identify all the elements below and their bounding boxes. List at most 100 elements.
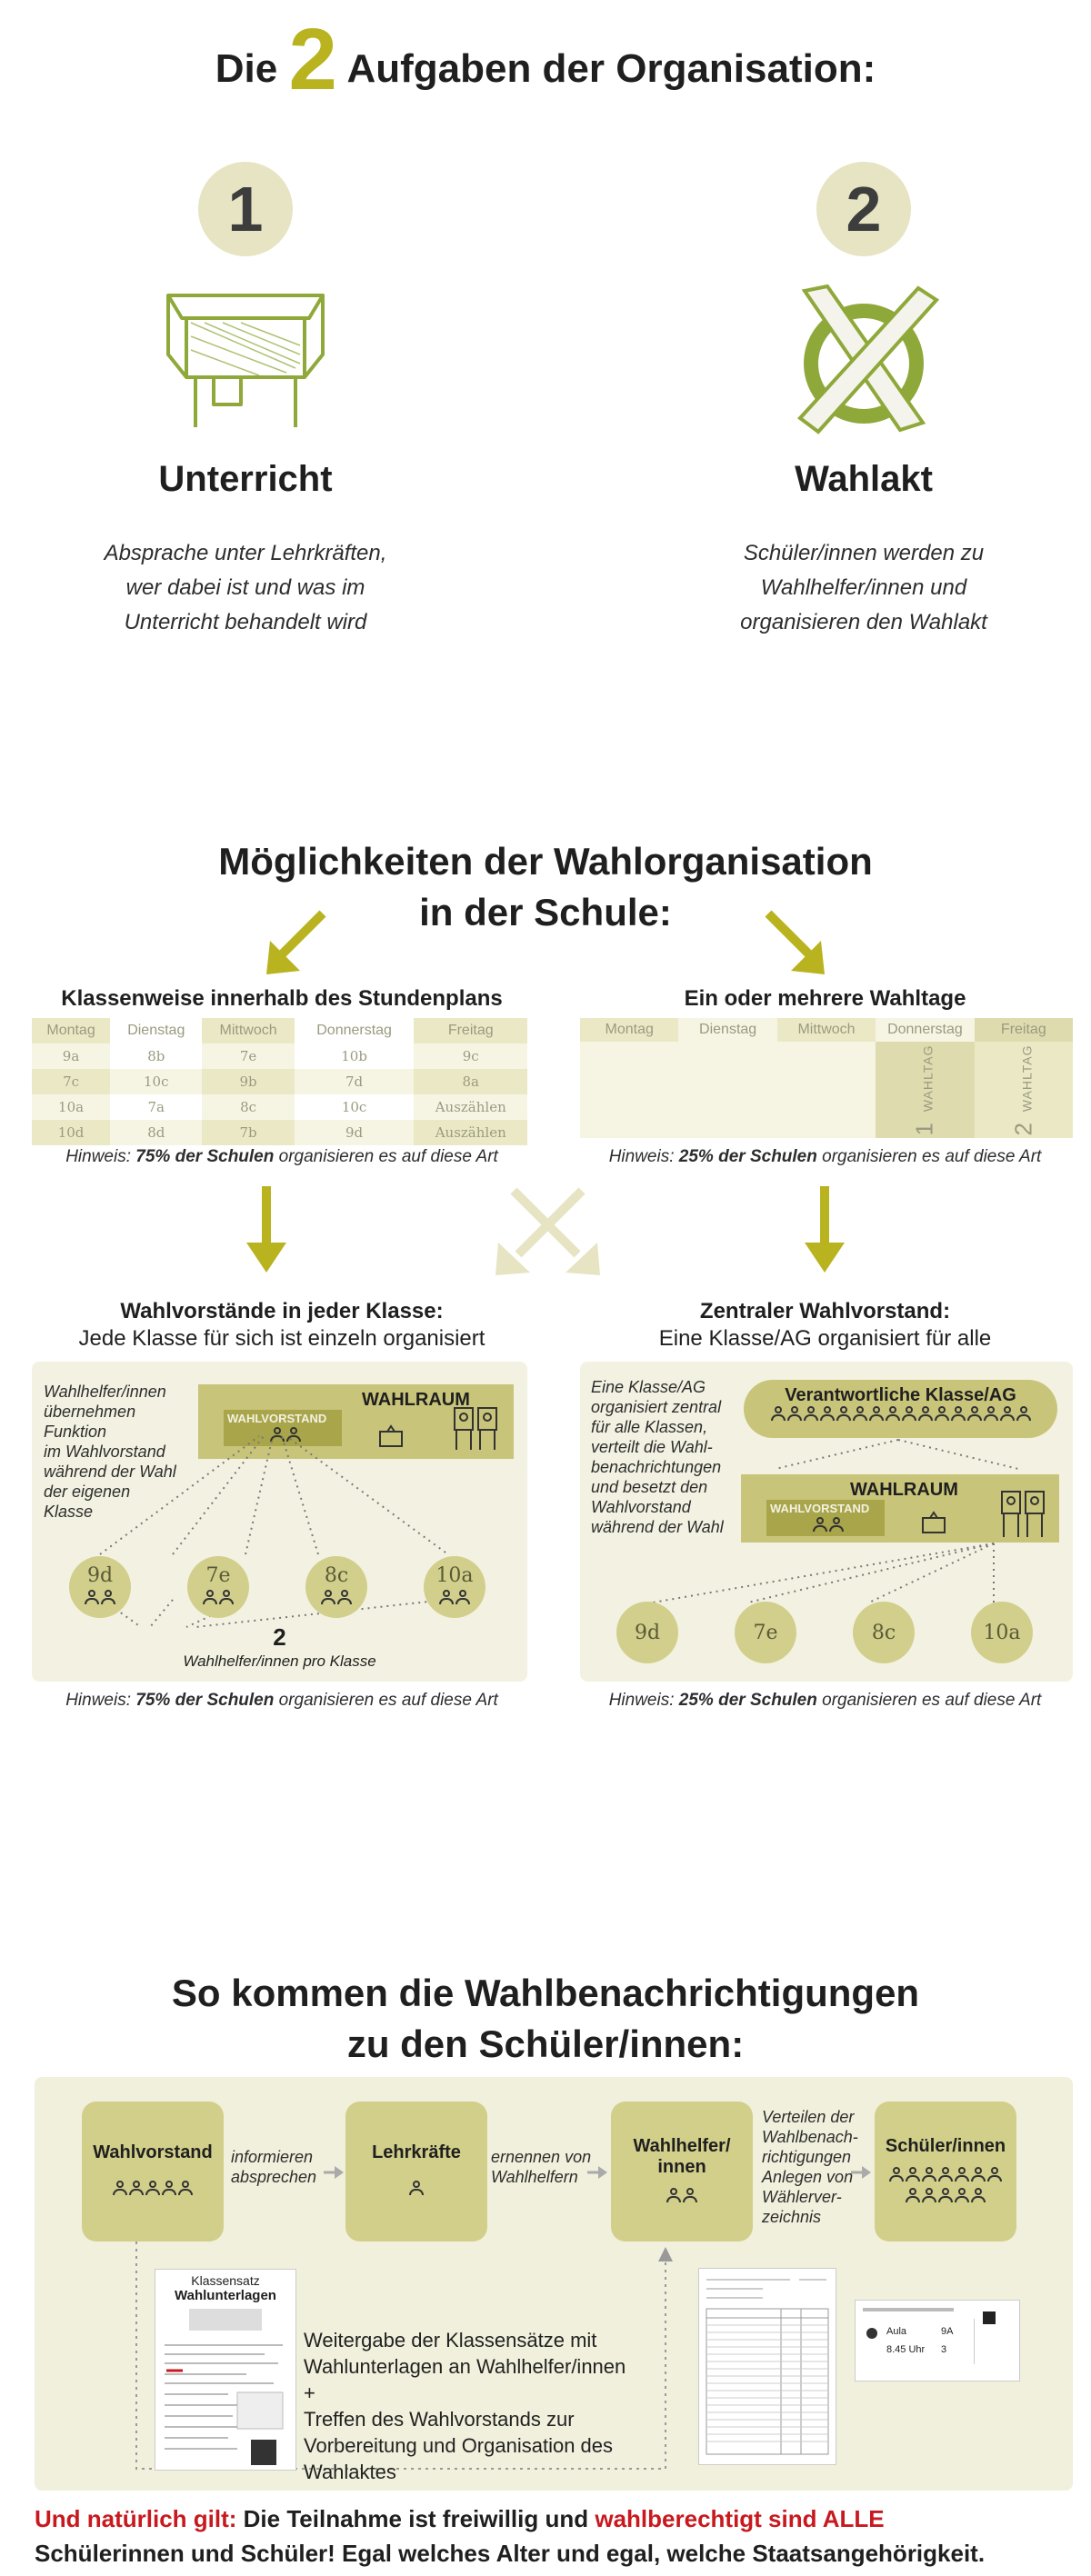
step-wahlvorstand: Wahlvorstand xyxy=(82,2102,224,2242)
table-row: 9a 8b 7e 10b 9c xyxy=(32,1043,527,1069)
responsible-persons xyxy=(744,1406,1057,1425)
hint-label: Hinweis: xyxy=(608,1691,675,1710)
step-label: Lehrkräfte xyxy=(372,2142,461,2162)
hint-label: Hinweis: xyxy=(65,1147,132,1166)
table-cell: 7c xyxy=(32,1069,111,1094)
section2-title-line2: in der Schule: xyxy=(419,891,672,934)
person-icon xyxy=(178,2181,193,2195)
document-lines-icon xyxy=(165,2344,284,2465)
section2-title-line1: Möglichkeiten der Wahlorganisation xyxy=(218,840,873,883)
box-right-heading: Zentraler Wahlvorstand: xyxy=(699,1299,951,1323)
text-line: Wahlvorstand xyxy=(591,1498,691,1516)
box-left-text: Wahlhelfer/innen übernehmen Funktion im … xyxy=(44,1382,189,1522)
table-cell: 8d xyxy=(110,1120,203,1145)
voting-booth-icon xyxy=(454,1407,497,1450)
task1-desc-line: Unterricht behandelt wird xyxy=(124,610,367,634)
text-line: übernehmen xyxy=(44,1403,136,1421)
person-icon xyxy=(955,2166,969,2182)
right-hint: Hinweis: 25% der Schulen organisieren es… xyxy=(577,1147,1073,1167)
right-option-heading: Ein oder mehrere Wahltage xyxy=(684,986,966,1011)
day-header: Dienstag xyxy=(678,1018,777,1042)
task2-desc-line: Wahlhelfer/innen und xyxy=(760,575,967,600)
footer-line2: Schülerinnen und Schüler! Egal welches A… xyxy=(35,2540,986,2567)
person-icon xyxy=(983,1406,998,1421)
person-icon xyxy=(203,1590,217,1604)
day-column: Dienstag xyxy=(678,1018,777,1138)
table-row: 10a 7a 8c 10c Auszählen xyxy=(32,1094,527,1120)
responsible-class-box: Verantwortliche Klasse/AG xyxy=(744,1380,1057,1438)
doc-title-top: Klassensatz xyxy=(191,2273,260,2288)
person-icon xyxy=(955,2187,969,2202)
text-line: der eigenen xyxy=(44,1483,131,1501)
step-wahlhelfer: Wahlhelfer/ innen xyxy=(611,2102,753,2242)
person-icon xyxy=(938,2166,953,2182)
responsible-class-label: Verantwortliche Klasse/AG xyxy=(785,1385,1016,1405)
task1-description: Absprache unter Lehrkräften, wer dabei i… xyxy=(55,536,436,640)
hint-percent: 25% der Schulen xyxy=(678,1691,817,1710)
class-label: 7e xyxy=(205,1564,231,1587)
section3-title-line1: So kommen die Wahlbenachrichtigungen xyxy=(171,1972,920,2014)
day-header: Donnerstag xyxy=(294,1018,415,1043)
crossed-arrows-icon xyxy=(495,1187,600,1275)
text-line: während der Wahl xyxy=(591,1518,724,1536)
box-right-connectors xyxy=(652,1439,1019,1603)
table-cell: 10a xyxy=(32,1094,111,1120)
person-icon xyxy=(938,2187,953,2202)
card-label-time: 8.45 Uhr xyxy=(886,2344,926,2355)
arrow-right-icon xyxy=(587,2166,607,2179)
person-icon xyxy=(145,2181,160,2195)
wahlvorstand-label: WAHLVORSTAND xyxy=(770,1502,870,1515)
helper-count: 2 xyxy=(273,1623,286,1651)
day-header: Freitag xyxy=(974,1018,1074,1042)
text-line: Funktion xyxy=(44,1423,107,1441)
table-cell: 10b xyxy=(294,1043,415,1069)
box-right-text: Eine Klasse/AG organisiert zentral für a… xyxy=(591,1377,750,1537)
wahltag-label: 1 WAHLTAG xyxy=(876,1042,974,1138)
arrow-down-left-icon xyxy=(266,910,326,974)
table-cell: 7b xyxy=(202,1120,295,1145)
arrow-label-1: informieren absprechen xyxy=(231,2148,317,2186)
wahltag-number: 1 xyxy=(910,1121,938,1135)
arrow-down-icon xyxy=(246,1186,286,1273)
person-icon xyxy=(971,2166,986,2182)
person-icon xyxy=(439,1590,454,1604)
table-row: 7c 10c 9b 7d 8a xyxy=(32,1069,527,1094)
person-icon xyxy=(885,1406,900,1421)
day-header: Freitag xyxy=(414,1018,527,1043)
text-line: organisiert zentral xyxy=(591,1398,722,1416)
class-circle: 10a xyxy=(424,1556,485,1618)
person-icon xyxy=(286,1427,301,1442)
wahlvorstand-box: WAHLVORSTAND xyxy=(766,1500,885,1536)
table-cell: 9c xyxy=(414,1043,527,1069)
person-icon xyxy=(950,1406,966,1421)
hint-text: organisieren es auf diese Art xyxy=(822,1691,1042,1710)
wahlraum-label: WAHLRAUM xyxy=(850,1480,958,1500)
task2-desc-line: Schüler/innen werden zu xyxy=(743,541,985,565)
hint-label: Hinweis: xyxy=(65,1691,132,1710)
task1-desc-line: Absprache unter Lehrkräften, xyxy=(104,541,387,565)
person-icon xyxy=(868,1406,884,1421)
person-icon xyxy=(901,1406,916,1421)
day-header: Mittwoch xyxy=(202,1018,295,1043)
step-lehrkraefte: Lehrkräfte xyxy=(345,2102,487,2242)
task2-description: Schüler/innen werden zu Wahlhelfer/innen… xyxy=(673,536,1055,640)
person-icon xyxy=(666,2187,681,2202)
wahltag-2-column: Freitag 2 WAHLTAG xyxy=(974,1018,1074,1138)
task1-desc-line: wer dabei ist und was im xyxy=(125,575,365,600)
text-line: und besetzt den xyxy=(591,1478,708,1496)
wahlraum-box: WAHLRAUM WAHLVORSTAND xyxy=(741,1474,1059,1543)
class-label: 9d xyxy=(86,1564,114,1587)
table-row: 10d 8d 7b 9d Auszählen xyxy=(32,1120,527,1145)
class-circle: 10a xyxy=(971,1602,1033,1663)
person-icon xyxy=(270,1427,285,1442)
step-label: Schüler/innen xyxy=(885,2135,1006,2156)
class-circle: 7e xyxy=(187,1556,249,1618)
person-icon xyxy=(337,1590,352,1604)
person-icon xyxy=(162,2181,176,2195)
left-hint: Hinweis: 75% der Schulen organisieren es… xyxy=(27,1147,536,1167)
text-line: Wahlhelfer/innen xyxy=(44,1383,166,1401)
day-header: Mittwoch xyxy=(776,1018,876,1042)
person-icon xyxy=(409,2181,424,2195)
task2-number: 2 xyxy=(816,162,911,256)
wahltag-1-column: Donnerstag 1 WAHLTAG xyxy=(876,1018,975,1138)
